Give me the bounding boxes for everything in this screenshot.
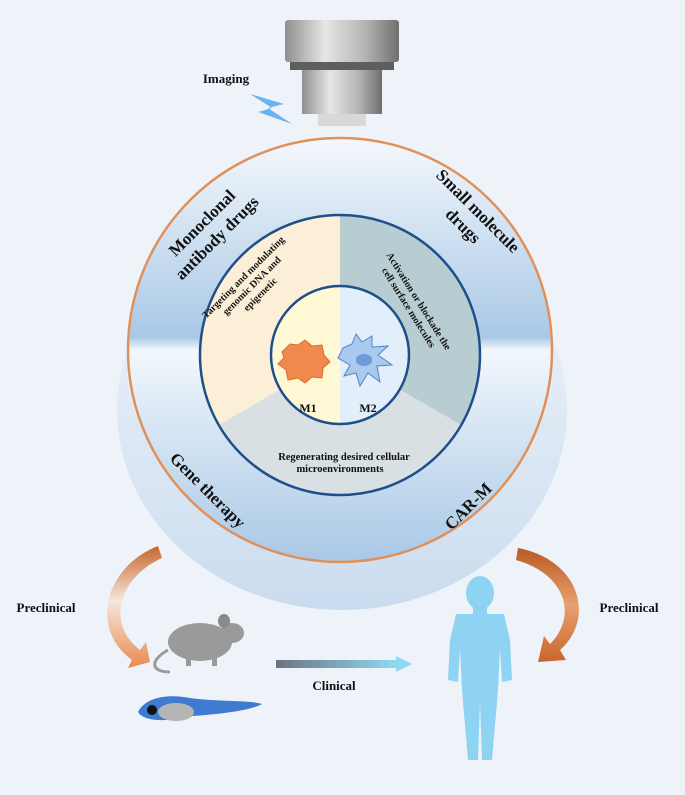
m1-label: M1 — [299, 401, 316, 415]
preclinical-right-arrow — [516, 548, 579, 662]
preclinical-left-label: Preclinical — [17, 600, 76, 615]
clinical-arrow — [276, 656, 412, 672]
microscope-objective-icon — [285, 20, 399, 126]
mouse-icon — [153, 614, 244, 674]
m2-nucleus — [356, 354, 372, 366]
preclinical-right-label: Preclinical — [600, 600, 659, 615]
imaging-label: Imaging — [203, 71, 250, 86]
m1-macrophage-icon — [277, 339, 331, 384]
regenerating-line2: microenvironments — [296, 464, 383, 475]
regenerating-line1: Regenerating desired cellular — [278, 452, 410, 463]
m2-label: M2 — [359, 401, 376, 415]
zebrafish-icon — [138, 696, 262, 721]
lightning-icon — [250, 94, 292, 124]
preclinical-left-arrow — [107, 546, 162, 668]
human-icon — [448, 576, 512, 760]
clinical-label: Clinical — [312, 678, 356, 693]
